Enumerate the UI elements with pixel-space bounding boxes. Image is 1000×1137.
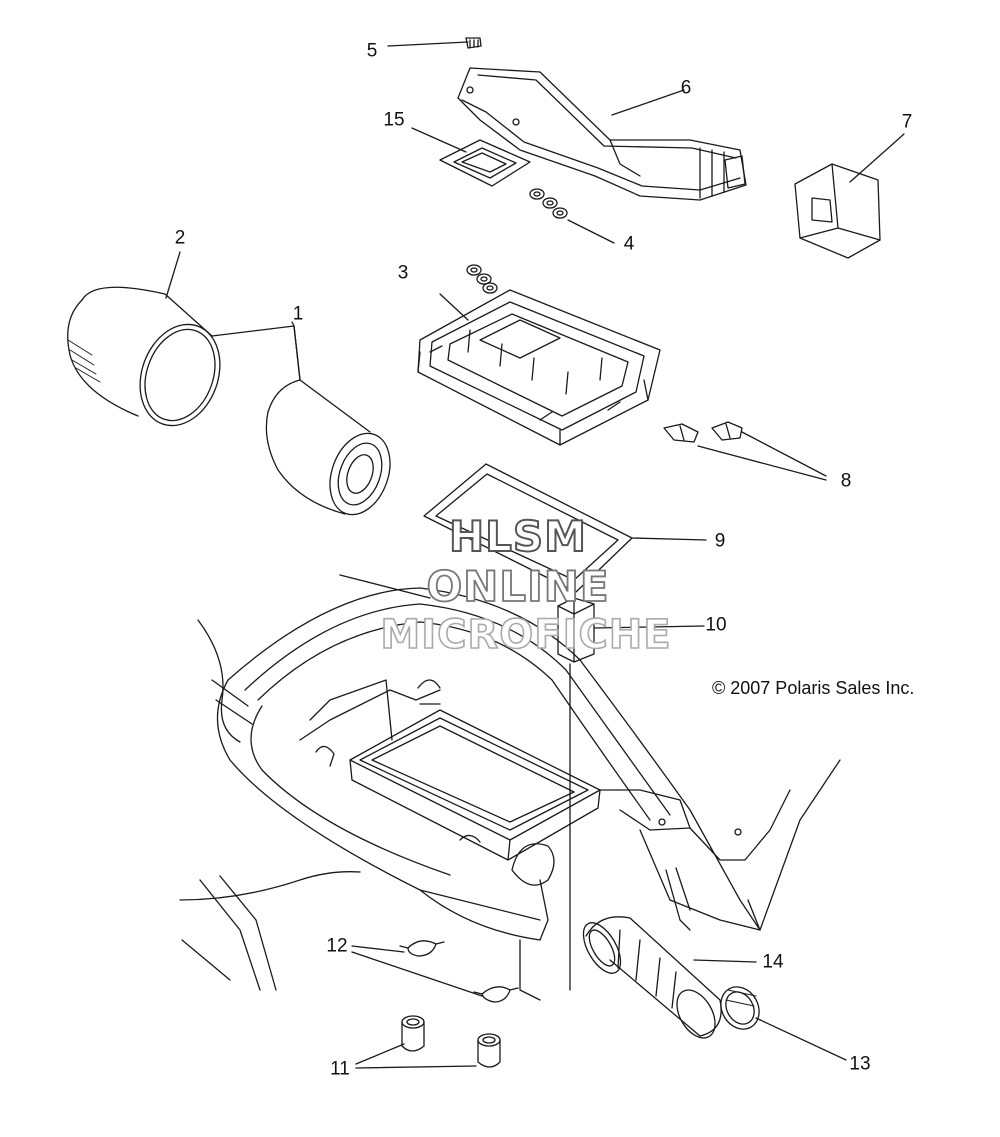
callout-13: 13 [849,1053,871,1075]
part-1-air-filter [211,325,391,516]
copyright-notice: © 2007 Polaris Sales Inc. [712,678,915,698]
part-6-intake-duct [457,67,747,201]
callout-8: 8 [840,470,852,492]
watermark-line-1: HLSM [448,511,587,562]
callout-10: 10 [705,614,727,636]
watermark-line-3: MICROFICHE [380,611,672,659]
leader-lines [291,321,301,381]
callout-3: 3 [397,262,409,284]
callout-9: 9 [714,530,726,552]
airbox-tray-assembly [179,574,841,1001]
part-7-foam-block [794,133,905,259]
part-2-prefilter [67,251,221,427]
callout-7: 7 [901,111,913,133]
part-13-clamp [720,986,847,1061]
part-12-spring-clips [351,940,519,1003]
callout-5: 5 [366,40,378,62]
part-3-airbox-lid [417,289,661,446]
watermark-line-2: ONLINE [426,561,610,612]
part-4-grommets [466,188,615,294]
part-8-clips [663,421,827,481]
part-15-gasket [411,127,531,187]
callout-14: 14 [762,951,784,973]
part-9-screen [423,463,707,593]
part-10-foam [557,597,705,991]
callout-1: 1 [292,303,304,325]
callout-15: 15 [383,109,405,131]
callout-2: 2 [174,227,186,249]
callout-6: 6 [680,77,692,99]
callout-11: 11 [330,1058,350,1080]
part-14-intake-boot [582,916,757,1039]
callout-12: 12 [326,935,348,957]
callout-4: 4 [623,233,635,255]
part-11-bushings [355,1015,501,1069]
part-5-screw [387,37,482,49]
